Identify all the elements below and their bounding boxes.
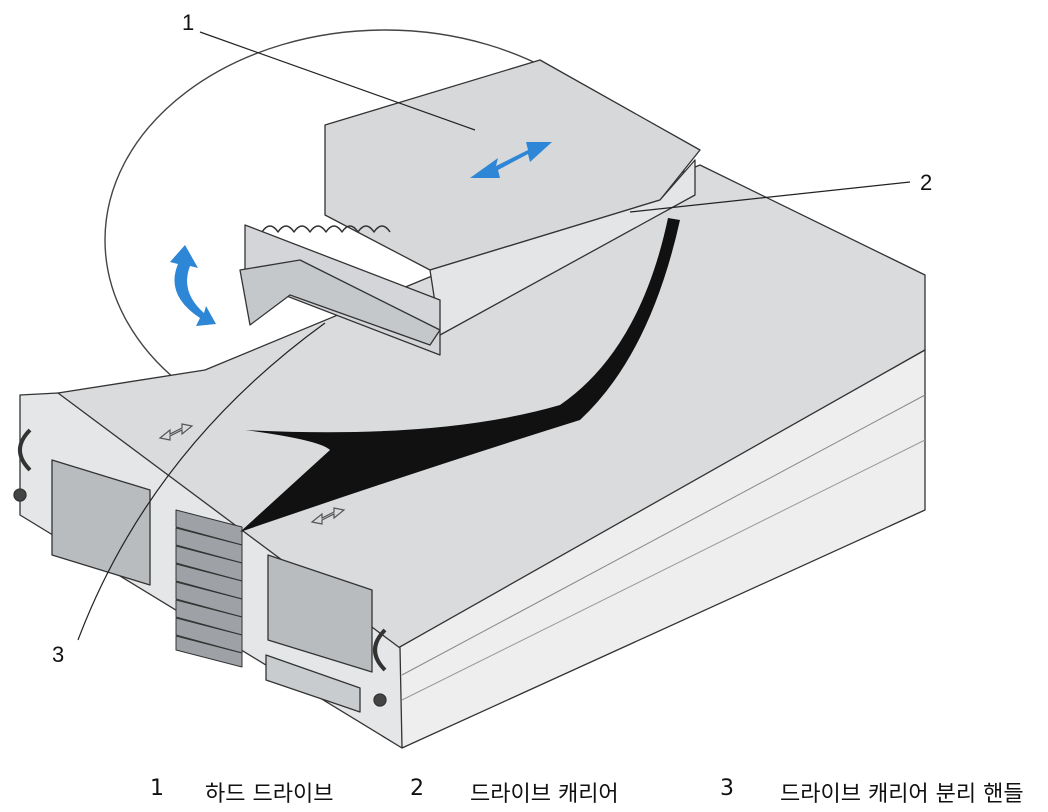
legend-label-1: 하드 드라이브 (205, 782, 334, 807)
legend-number-2: 2 (410, 776, 424, 801)
callout-number-3: 3 (52, 642, 64, 667)
drive-carrier (239, 59, 701, 356)
legend: 1 하드 드라이브 2 드라이브 캐리어 3 드라이브 캐리어 분리 핸들 (0, 766, 1048, 807)
chassis-arrow-right-icon (310, 507, 346, 525)
leader-line-2 (629, 181, 911, 213)
front-left-panel (51, 459, 151, 586)
front-right-panel (267, 554, 373, 673)
drive-bay-stack (175, 509, 243, 668)
legend-number-3: 3 (720, 776, 734, 801)
blue-arrows (170, 142, 552, 326)
legend-label-3: 드라이브 캐리어 분리 핸들 (780, 782, 1024, 807)
callout-band (240, 218, 680, 532)
leader-line-1 (199, 31, 476, 131)
right-handle (373, 628, 387, 672)
left-handle (18, 428, 32, 472)
chassis-arrow-left-icon (158, 423, 194, 441)
rotate-arrow-icon (170, 245, 216, 326)
slide-arrow-icon (470, 142, 552, 178)
legend-number-1: 1 (150, 776, 164, 801)
server-chassis (13, 164, 926, 749)
leader-lines (77, 31, 911, 641)
callout-number-1: 1 (182, 10, 194, 35)
release-handle (239, 259, 441, 346)
chassis-arrows (158, 423, 346, 525)
optical-bay (265, 654, 361, 713)
leader-line-3 (77, 322, 326, 641)
legend-label-2: 드라이브 캐리어 (470, 782, 619, 807)
callout-number-2: 2 (920, 170, 932, 195)
